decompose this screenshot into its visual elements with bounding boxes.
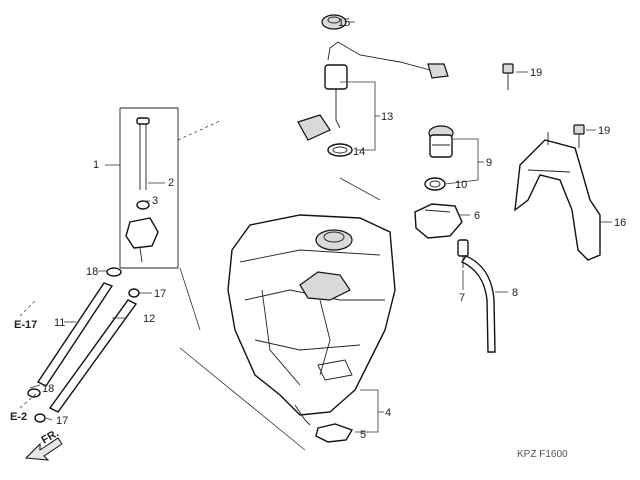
tank-bracket: [514, 132, 601, 261]
fuel-hose-11: [36, 282, 114, 387]
clip-17-upper: [128, 288, 140, 298]
clip-18-upper: [106, 267, 122, 277]
clip-17-lower: [34, 413, 46, 423]
callout-12: 12: [143, 313, 155, 325]
callout-2: 2: [168, 177, 174, 189]
callout-14: 14: [353, 146, 365, 158]
front-arrow-icon: [24, 437, 63, 461]
callout-1: 1: [93, 159, 99, 171]
bolt-19-upper: [502, 63, 514, 90]
fuel-pump-unit: [297, 41, 449, 141]
fuel-hose-12: [48, 299, 138, 413]
callout-15: 15: [338, 17, 350, 29]
callout-10: 10: [455, 179, 467, 191]
callout-7: 7: [459, 292, 465, 304]
tank-pad: [315, 423, 354, 443]
callout-5: 5: [360, 429, 366, 441]
callout-19-upper: 19: [530, 67, 542, 79]
fuel-cock: [125, 117, 159, 263]
callout-3: 3: [152, 195, 158, 207]
ref-e2: E-2: [10, 411, 27, 423]
callout-9: 9: [486, 157, 492, 169]
pump-lock-cap: [321, 14, 347, 30]
callout-8: 8: [512, 287, 518, 299]
callout-4: 4: [385, 407, 391, 419]
pump-gasket: [327, 143, 353, 157]
sender-seal-ring: [424, 177, 446, 191]
bolt-19-lower: [573, 124, 585, 148]
clip-18-lower: [27, 388, 41, 398]
ref-e17: E-17: [14, 319, 37, 331]
callout-18-lower: 18: [42, 383, 54, 395]
fuel-tank: [227, 214, 396, 426]
callout-17-upper: 17: [154, 288, 166, 300]
fuel-level-sender: [428, 125, 454, 158]
callout-18-upper: 18: [86, 266, 98, 278]
diagram-code: KPZ F1600: [517, 449, 568, 460]
callout-19-lower: 19: [598, 125, 610, 137]
callout-17-lower: 17: [56, 415, 68, 427]
callout-11: 11: [54, 317, 65, 329]
fuel-tube-long: [460, 255, 496, 353]
callout-16: 16: [614, 217, 626, 229]
fuel-filter-cup: [414, 203, 463, 239]
callout-6: 6: [474, 210, 480, 222]
callout-13: 13: [381, 111, 393, 123]
